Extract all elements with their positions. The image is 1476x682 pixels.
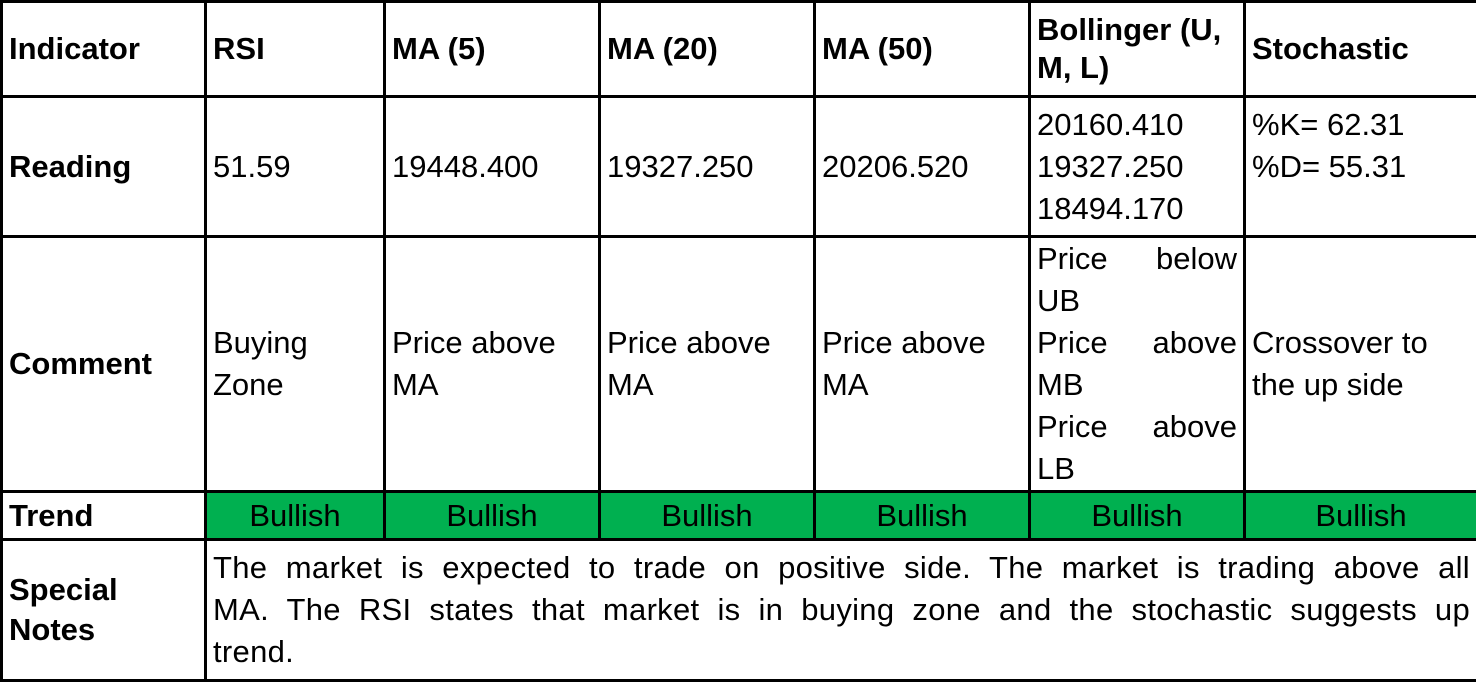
- header-ma5: MA (5): [385, 2, 600, 97]
- comment-ma20: Price above MA: [600, 237, 815, 492]
- comment-ma5: Price above MA: [385, 237, 600, 492]
- trend-bollinger: Bullish: [1030, 492, 1245, 540]
- bollinger-comment-lower: Price above LB: [1037, 406, 1237, 490]
- comment-rsi: Buying Zone: [206, 237, 385, 492]
- comment-ma50: Price above MA: [815, 237, 1030, 492]
- trend-stochastic: Bullish: [1245, 492, 1476, 540]
- trend-ma5: Bullish: [385, 492, 600, 540]
- reading-ma50: 20206.520: [815, 97, 1030, 237]
- reading-rsi: 51.59: [206, 97, 385, 237]
- bollinger-upper: 20160.410: [1037, 104, 1237, 146]
- comment-stochastic: Crossover to the up side: [1245, 237, 1476, 492]
- special-notes-label: Special Notes: [2, 540, 206, 681]
- reading-label: Reading: [2, 97, 206, 237]
- header-ma20: MA (20): [600, 2, 815, 97]
- trend-rsi: Bullish: [206, 492, 385, 540]
- bollinger-comment-upper: Price below UB: [1037, 238, 1237, 322]
- trend-ma20: Bullish: [600, 492, 815, 540]
- trend-label: Trend: [2, 492, 206, 540]
- bollinger-lower: 18494.170: [1037, 188, 1237, 230]
- header-row: Indicator RSI MA (5) MA (20) MA (50) Bol…: [2, 2, 1476, 97]
- special-notes-text: The market is expected to trade on posit…: [206, 540, 1476, 681]
- header-bollinger: Bollinger (U, M, L): [1030, 2, 1245, 97]
- reading-row: Reading 51.59 19448.400 19327.250 20206.…: [2, 97, 1476, 237]
- header-rsi: RSI: [206, 2, 385, 97]
- trend-ma50: Bullish: [815, 492, 1030, 540]
- header-indicator: Indicator: [2, 2, 206, 97]
- bollinger-comment-middle: Price above MB: [1037, 322, 1237, 406]
- reading-ma5: 19448.400: [385, 97, 600, 237]
- reading-bollinger: 20160.410 19327.250 18494.170: [1030, 97, 1245, 237]
- header-ma50: MA (50): [815, 2, 1030, 97]
- stochastic-d: %D= 55.31: [1252, 146, 1470, 188]
- reading-stochastic: %K= 62.31 %D= 55.31: [1245, 97, 1476, 237]
- header-stochastic: Stochastic: [1245, 2, 1476, 97]
- comment-label: Comment: [2, 237, 206, 492]
- special-notes-row: Special Notes The market is expected to …: [2, 540, 1476, 681]
- trend-row: Trend Bullish Bullish Bullish Bullish Bu…: [2, 492, 1476, 540]
- comment-bollinger: Price below UB Price above MB Price abov…: [1030, 237, 1245, 492]
- stochastic-k: %K= 62.31: [1252, 104, 1470, 146]
- bollinger-middle: 19327.250: [1037, 146, 1237, 188]
- reading-ma20: 19327.250: [600, 97, 815, 237]
- comment-row: Comment Buying Zone Price above MA Price…: [2, 237, 1476, 492]
